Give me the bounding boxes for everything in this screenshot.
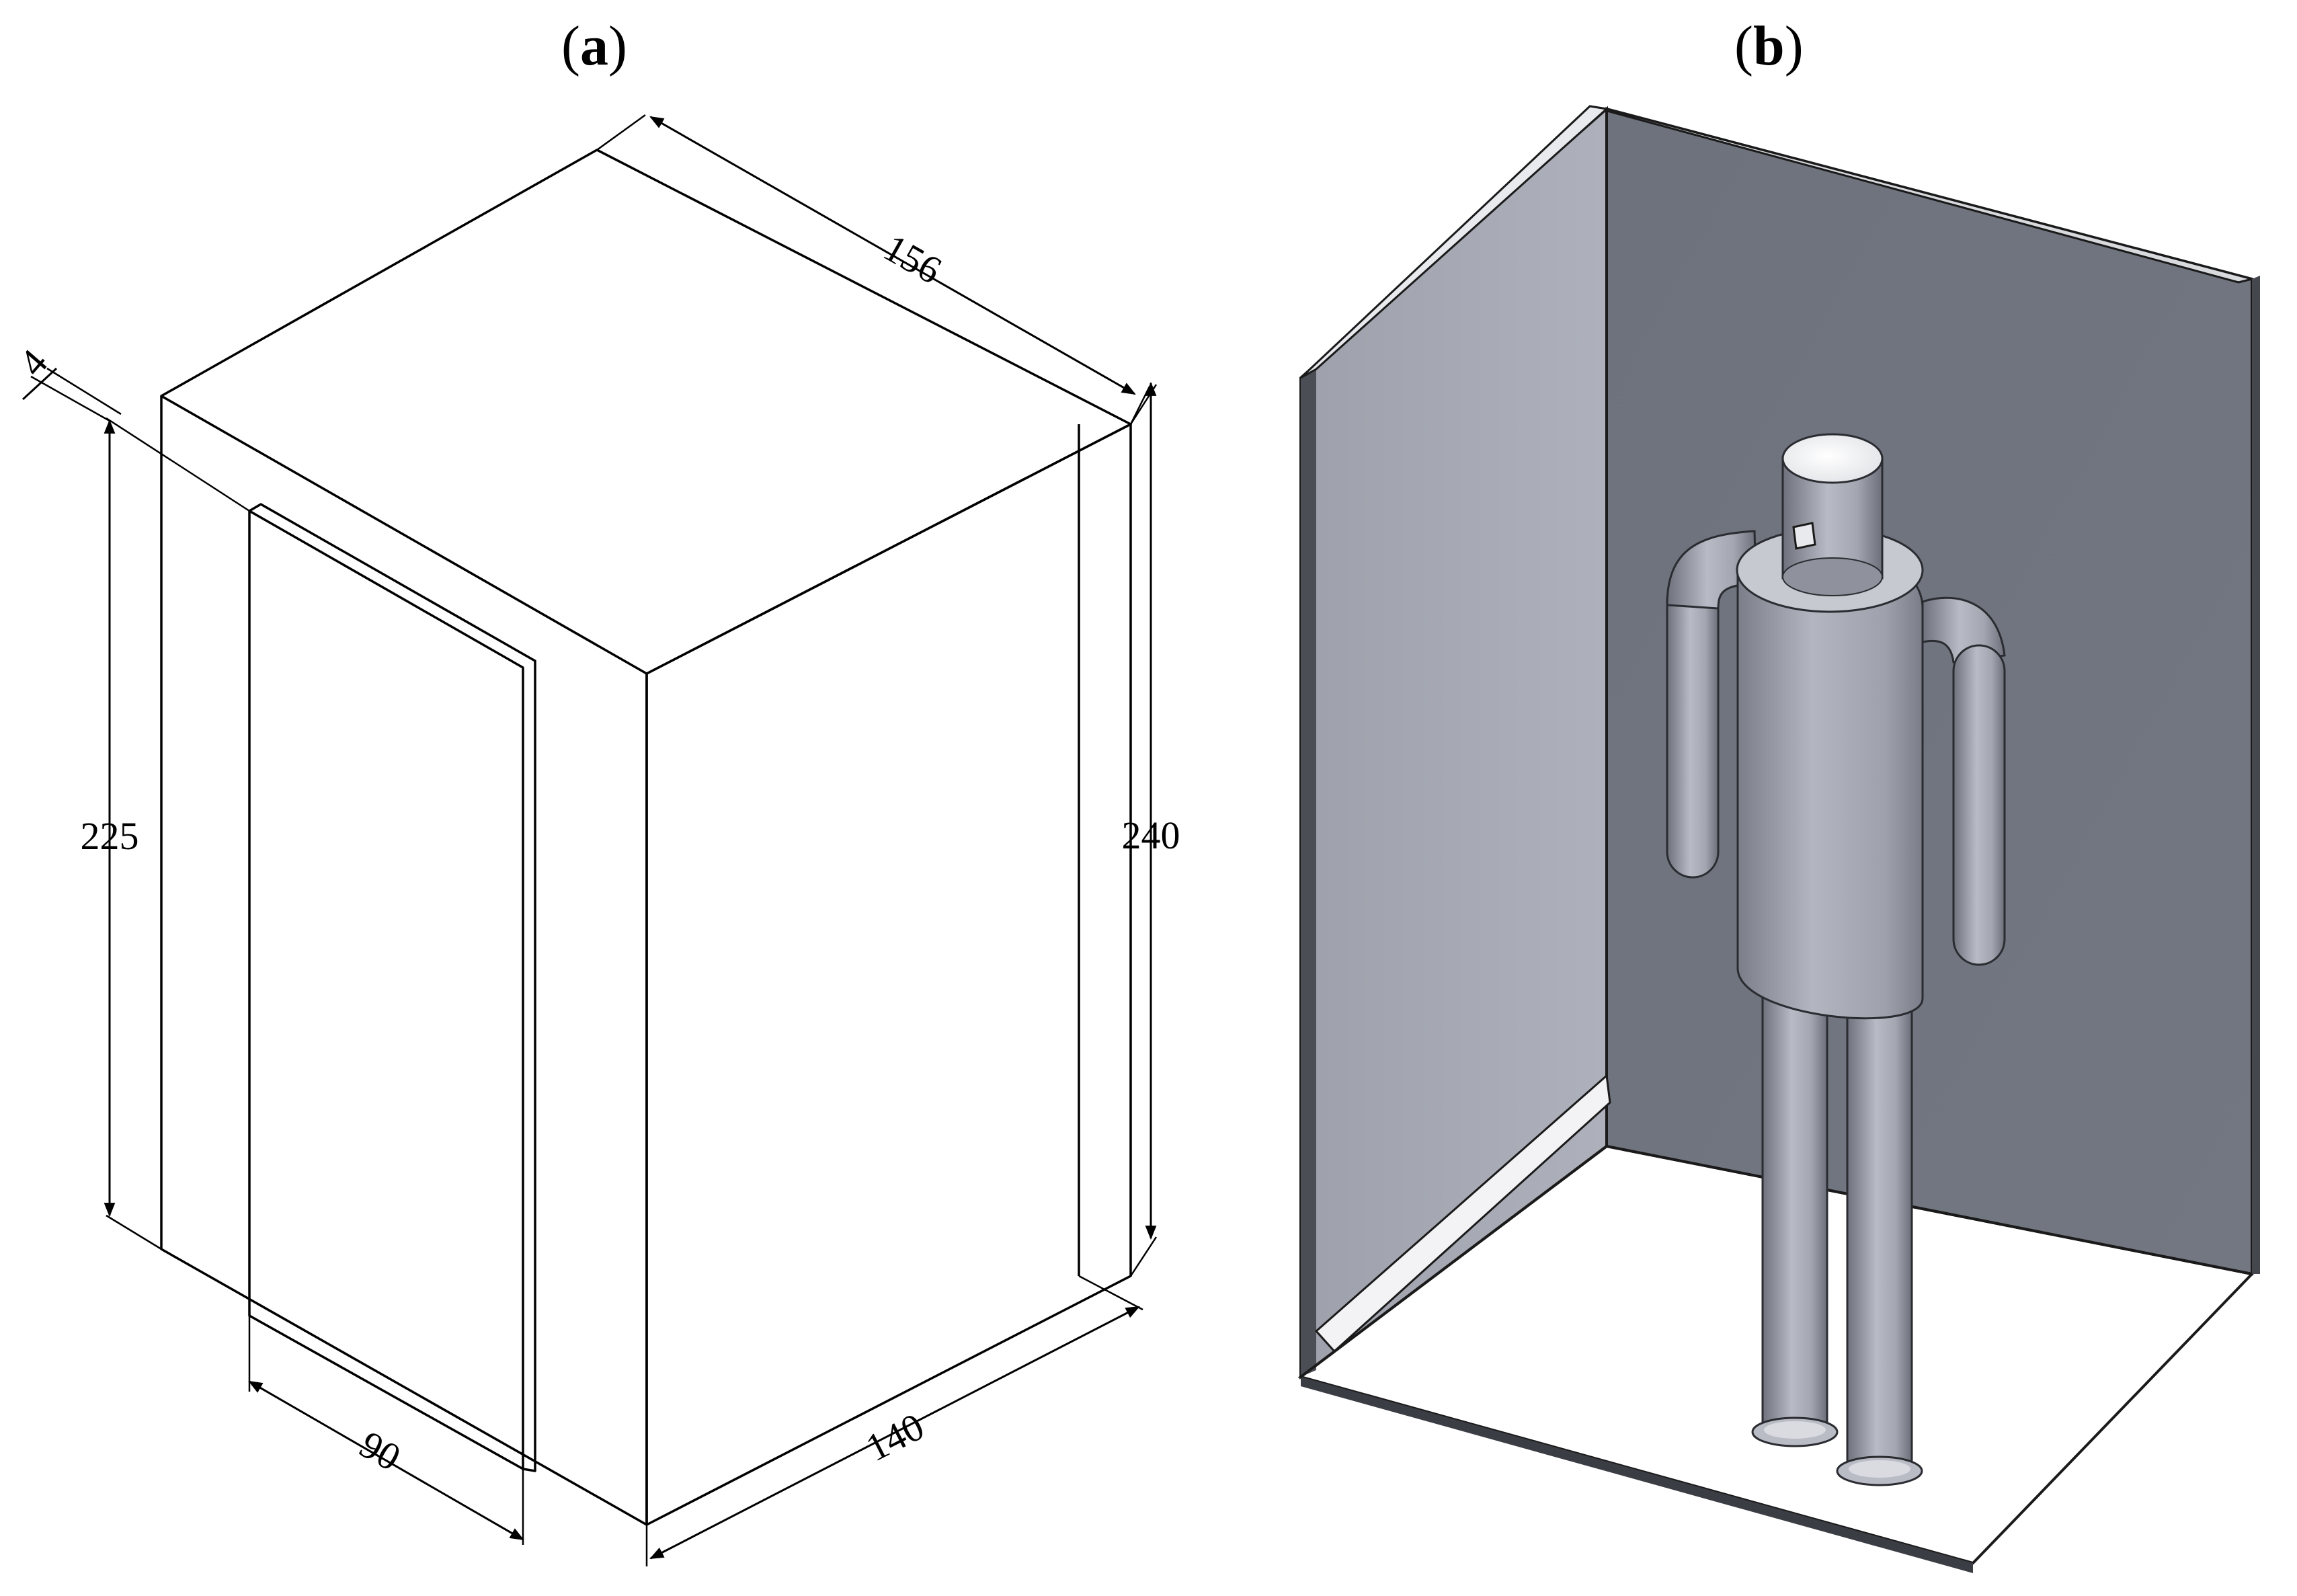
- dim-label-240: 240: [1122, 813, 1180, 857]
- left-foot-inner: [1764, 1421, 1826, 1439]
- right-leg: [1846, 992, 1913, 1472]
- dim-line-140: [649, 1306, 1140, 1560]
- floor-edge: [1301, 1377, 1973, 1573]
- dim-label-90: 90: [352, 1422, 407, 1479]
- mannequin: [1666, 433, 2006, 1486]
- left-shoulder: [1666, 530, 1757, 610]
- room-left-face-outline: [160, 396, 647, 1526]
- dim-line-4: [22, 367, 58, 401]
- head-top: [1781, 433, 1884, 484]
- left-wall-front-edge: [1301, 369, 1316, 1377]
- left-arm: [1666, 573, 1720, 879]
- back-wall-right-edge: [2252, 276, 2260, 1274]
- isometric-room-drawing: 156 240 225 4 90 140: [10, 114, 1180, 1566]
- right-arm: [1952, 644, 2006, 966]
- dim-line-156: [649, 116, 1136, 395]
- door-panel: [248, 510, 524, 1470]
- dim-line-90: [248, 1380, 524, 1541]
- mouth-sensor: [1792, 522, 1816, 550]
- head-base: [1782, 557, 1883, 596]
- panel-letter-a: a: [579, 15, 608, 77]
- dim-label-225: 225: [81, 814, 139, 858]
- left-wall-top-edge: [1299, 105, 1609, 379]
- dim-label-140: 140: [859, 1404, 931, 1470]
- door-panel-thickness: [249, 503, 536, 1472]
- right-foot-inner: [1849, 1460, 1910, 1478]
- panel-label-b: (b): [1734, 15, 1804, 77]
- panel-letter-b: b: [1752, 15, 1785, 77]
- room-3d-render: [1297, 105, 2260, 1573]
- room-top-face: [160, 149, 1132, 675]
- room-front-face: [645, 423, 1132, 1526]
- torso: [1736, 544, 1924, 1020]
- panel-label-a: (a): [561, 15, 627, 77]
- left-leg: [1761, 987, 1828, 1433]
- wall-base-strip: [1314, 1074, 1611, 1353]
